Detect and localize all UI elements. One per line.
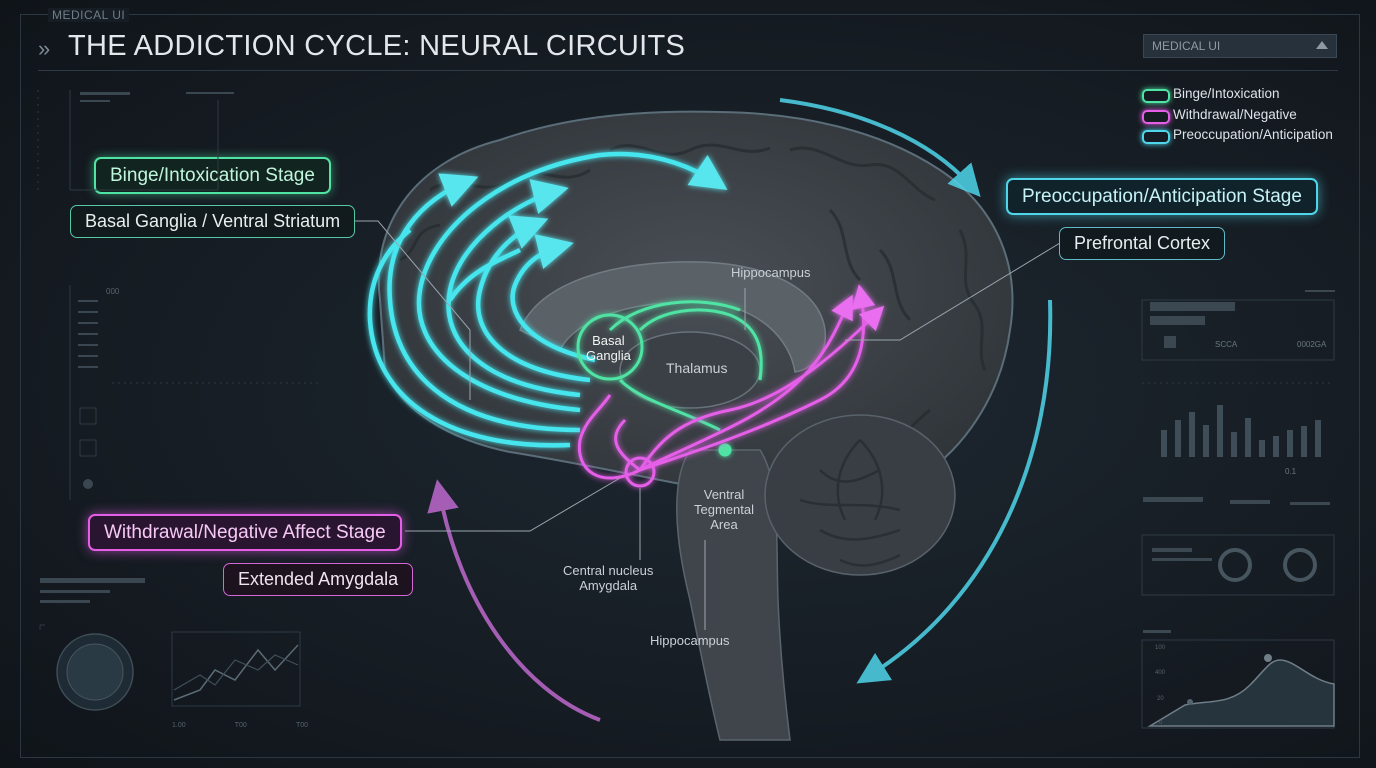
hippocampus-label-top: Hippocampus (731, 265, 811, 280)
legend-swatch-preoccupation (1142, 130, 1170, 144)
right-bar-tick: 0.1 (1285, 467, 1297, 476)
preoccupation-region-tag: Prefrontal Cortex (1059, 227, 1226, 260)
title-divider (38, 70, 1338, 71)
chevron-icon: » (38, 36, 51, 61)
withdrawal-region-tag: Extended Amygdala (223, 563, 414, 596)
preoccupation-stage-tag: Preoccupation/Anticipation Stage (1006, 178, 1318, 215)
vta-line2: Tegmental (694, 502, 754, 517)
right-chart-ytick: 100 (1155, 645, 1166, 651)
amygdala-line1: Central nucleus (563, 563, 654, 578)
vta-line3: Area (710, 517, 738, 532)
basal-ganglia-line1: Basal (592, 333, 625, 348)
cycle-arrow-left (427, 479, 601, 722)
right-chart-ytick: 0 (1159, 720, 1163, 726)
legend-swatch-binge (1142, 89, 1170, 103)
ui-dropdown[interactable]: MEDICAL UI (1143, 34, 1337, 58)
cycle-arrow-top (779, 98, 981, 197)
amygdala-label: Central nucleus Amygdala (563, 563, 653, 593)
page-title: THE ADDICTION CYCLE: NEURAL CIRCUITS (68, 30, 686, 62)
basal-ganglia-node (576, 313, 644, 381)
cerebellum-shape (764, 414, 956, 576)
legend-label-binge: Binge/Intoxication (1173, 86, 1280, 101)
thalamus-label: Thalamus (666, 360, 728, 376)
hippocampus-label-bottom: Hippocampus (650, 633, 730, 648)
right-panel-label-b: 0002GA (1297, 340, 1327, 349)
left-chart-axis: 1.00 T00 T00 (172, 722, 308, 729)
legend-label-withdrawal: Withdrawal/Negative (1173, 106, 1297, 122)
right-chart-ytick: 20 (1157, 696, 1164, 702)
left-chart-tick: 1.00 (172, 722, 186, 729)
right-panel-label-a: SCCA (1215, 340, 1238, 349)
right-chart-ytick: 400 (1155, 670, 1166, 676)
withdrawal-stage-tag: Withdrawal/Negative Affect Stage (88, 514, 402, 551)
legend-label-preoccupation: Preoccupation/Anticipation (1173, 127, 1333, 142)
caret-up-icon (1316, 41, 1328, 49)
basal-ganglia-line2: Ganglia (586, 348, 631, 363)
withdrawal-pathways (577, 284, 885, 488)
cycle-arrow-right (856, 299, 1053, 684)
left-chart-tick: T00 (234, 722, 247, 729)
vta-line1: Ventral (703, 487, 745, 502)
basal-ganglia-label: Basal Ganglia (586, 333, 631, 363)
binge-pathways (576, 300, 763, 457)
left-chart-tick: T00 (295, 722, 308, 729)
left-scale-label: 000 (106, 287, 120, 296)
amygdala-line2: Amygdala (579, 578, 638, 593)
ui-dropdown-label: MEDICAL UI (1152, 39, 1221, 53)
vta-label: Ventral Tegmental Area (694, 487, 754, 532)
corner-tag: MEDICAL UI (48, 8, 130, 22)
vta-node (718, 443, 732, 457)
right-hud (1141, 290, 1335, 729)
leader-lines (345, 220, 1061, 630)
binge-region-tag: Basal Ganglia / Ventral Striatum (70, 205, 356, 238)
left-hud (37, 90, 320, 711)
amygdala-node (624, 456, 656, 488)
binge-stage-tag: Binge/Intoxication Stage (94, 157, 331, 194)
cerebellum-folia (799, 439, 901, 567)
legend-swatch-withdrawal (1142, 109, 1170, 124)
preoccupation-pathways (367, 151, 728, 448)
